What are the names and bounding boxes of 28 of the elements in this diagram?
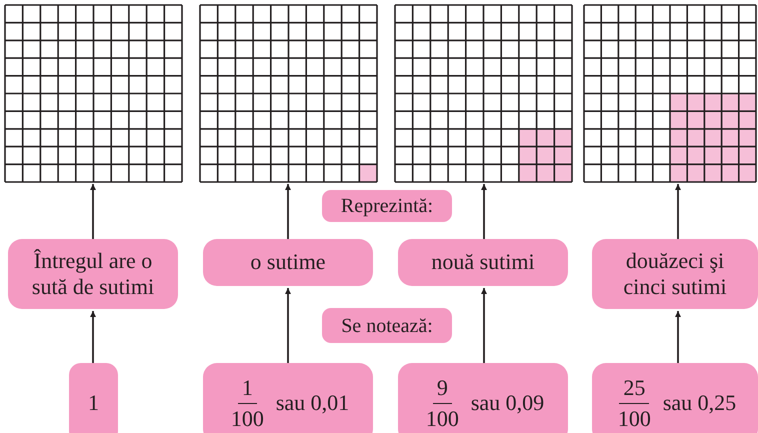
hundred-grid-drawing: [584, 5, 756, 182]
section-label: Se notează:: [322, 308, 452, 343]
fraction-text: sau 0,25: [662, 390, 736, 416]
text-box: 1: [69, 363, 118, 433]
arrow: [481, 288, 487, 363]
notation-box: [203, 363, 373, 433]
fraction: 25 100: [616, 375, 652, 431]
hundred-grid-drawing: [200, 5, 377, 182]
arrow: [675, 311, 681, 363]
notation-box: [398, 363, 568, 433]
text-box: douăzeci şi cinci sutimi: [592, 239, 758, 309]
text-box: o sutime: [203, 239, 373, 286]
arrow: [90, 184, 96, 239]
hundred-grid-drawing: [5, 5, 182, 182]
arrow: [285, 288, 291, 363]
text-box: Întregul are o sută de sutimi: [8, 239, 178, 309]
fraction: 9 100: [424, 375, 460, 431]
arrow: [481, 184, 487, 239]
fraction-text: sau 0,01: [276, 390, 350, 416]
section-label: Reprezintă:: [322, 190, 452, 222]
arrow: [675, 184, 681, 239]
arrow: [90, 311, 96, 363]
notation-box: [592, 363, 758, 433]
arrow: [285, 184, 291, 239]
text-box: nouă sutimi: [398, 239, 568, 286]
fraction-text: sau 0,09: [470, 390, 544, 416]
hundred-grid-drawing: [395, 5, 572, 182]
fraction: 1 100: [230, 375, 265, 431]
